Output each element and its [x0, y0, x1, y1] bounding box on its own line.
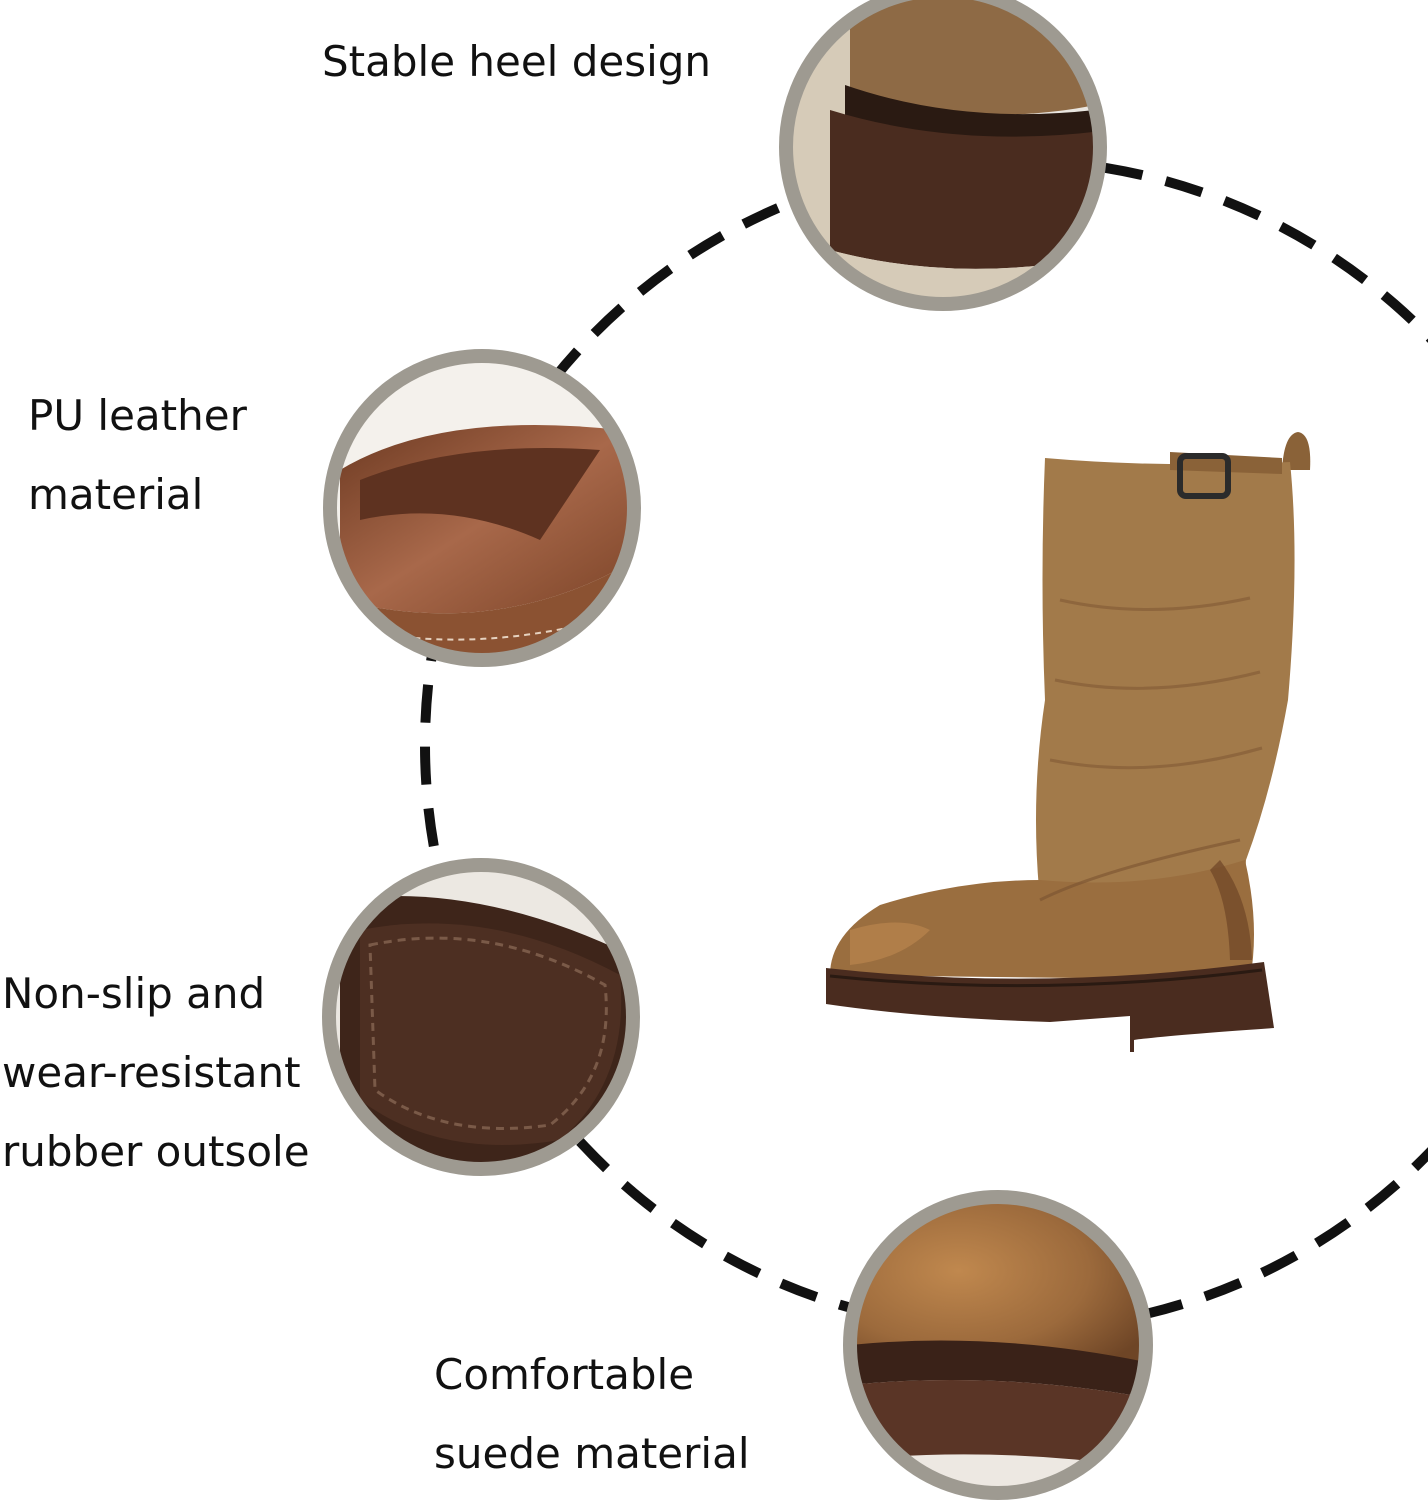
leather-detail-image	[323, 349, 641, 667]
feature-label-leather: PU leather material	[28, 376, 247, 534]
suede-detail-image	[843, 1190, 1153, 1500]
feature-label-line: rubber outsole	[2, 1127, 310, 1176]
feature-label-outsole: Non-slip and wear-resistant rubber outso…	[2, 954, 310, 1191]
outsole-detail-image	[322, 858, 640, 1176]
leather-detail-ring	[323, 349, 641, 667]
feature-label-line: material	[28, 470, 204, 519]
suede-detail-ring	[843, 1190, 1153, 1500]
outsole-detail-ring	[322, 858, 640, 1176]
feature-label-line: Non-slip and	[2, 969, 266, 1018]
feature-label-heel: Stable heel design	[322, 22, 711, 101]
heel-detail-image	[779, 0, 1107, 311]
feature-label-line: Comfortable	[434, 1350, 695, 1399]
heel-detail-ring	[779, 0, 1107, 311]
feature-label-line: suede material	[434, 1429, 750, 1478]
boot-image	[826, 432, 1311, 1052]
feature-label-line: wear-resistant	[2, 1048, 301, 1097]
feature-label-line: PU leather	[28, 391, 247, 440]
feature-label-suede: Comfortable suede material	[434, 1335, 750, 1493]
feature-label-line: Stable heel design	[322, 37, 712, 86]
